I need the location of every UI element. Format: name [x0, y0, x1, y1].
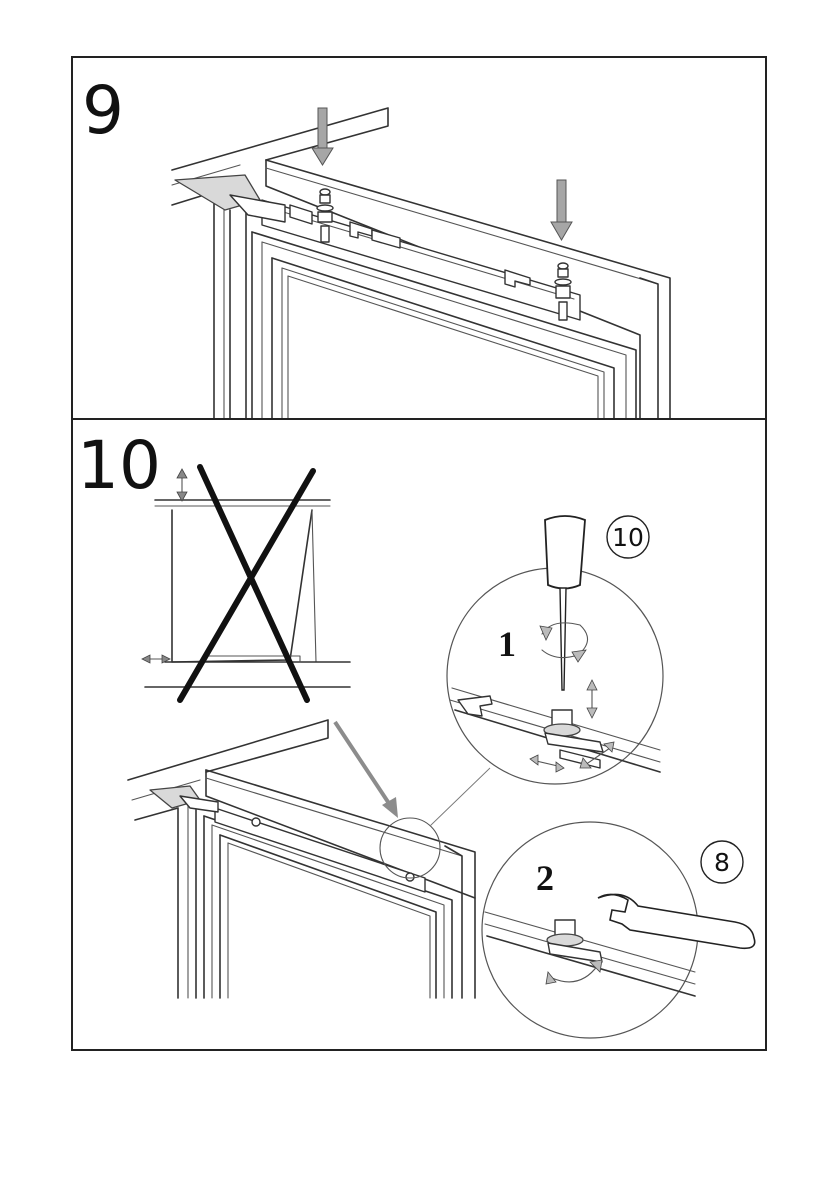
tool-number-10: 10	[607, 516, 649, 558]
step-10-panel: 10	[72, 419, 766, 1050]
detail-2-label: 2	[536, 858, 554, 898]
detail-1-label: 1	[498, 624, 516, 664]
tool-number-10-text: 10	[612, 523, 644, 552]
step-9-number: 9	[82, 72, 124, 149]
tool-number-8: 8	[701, 841, 743, 883]
tool-number-8-text: 8	[714, 848, 730, 877]
step-9-panel: 9	[72, 57, 766, 419]
step-10-number: 10	[77, 427, 161, 504]
